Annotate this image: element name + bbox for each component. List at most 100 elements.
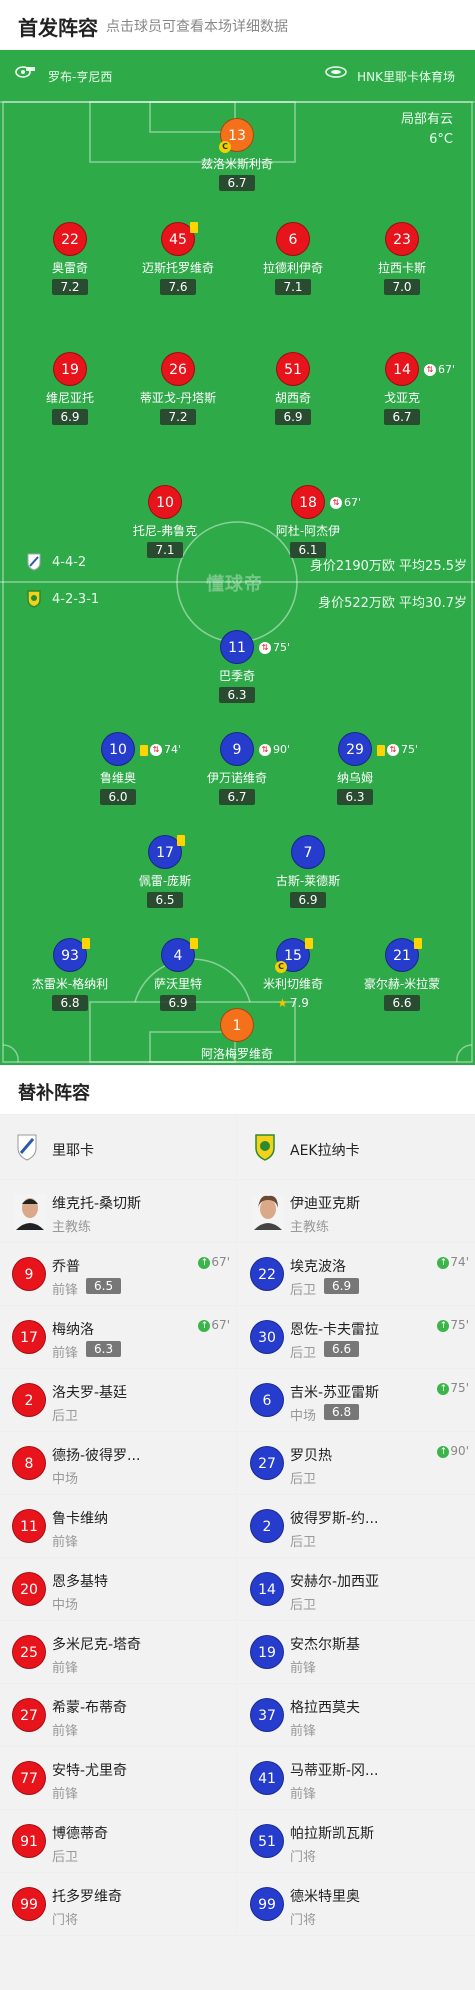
player-name: 戈亚克	[383, 391, 420, 405]
player-name: 托尼-弗鲁克	[132, 524, 198, 538]
jersey-number: 45	[161, 222, 198, 256]
jersey-number: 20	[12, 1572, 46, 1606]
player-name: 洛夫罗-基廷	[52, 1385, 128, 1401]
substitution-in-icon: ↑	[437, 1382, 450, 1395]
player-rating: 6.6	[384, 995, 420, 1011]
jersey-number: 77	[12, 1761, 46, 1795]
jersey-number: 9	[12, 1257, 46, 1291]
away-club-logo-icon	[255, 1134, 275, 1161]
substitution-out-icon: ⇅	[150, 744, 162, 756]
player-name: 维尼亚托	[45, 391, 94, 405]
player-position: 后卫	[290, 1346, 317, 1361]
substitution-out-icon: ⇅	[259, 642, 271, 654]
player-position: 后卫	[290, 1472, 317, 1487]
rating-value: 6.3	[345, 790, 365, 804]
substitution-minute: 75'	[450, 1318, 469, 1332]
substitutes-title: 替补阵容	[18, 1083, 90, 1104]
player-name: 纳乌姆	[336, 771, 373, 785]
page-subtitle: 点击球员可查看本场详细数据	[106, 19, 288, 35]
player-name: 希蒙-布蒂奇	[52, 1700, 128, 1716]
substitution-in-icon: ↑	[198, 1256, 211, 1269]
jersey-number: 91	[12, 1824, 46, 1858]
substitution-minute: 75'	[401, 743, 419, 756]
player-name: 兹洛米斯利奇	[200, 157, 273, 171]
player-name: 托多罗维奇	[52, 1889, 122, 1905]
substitution-indicator: ⇅90'	[259, 733, 290, 767]
player-rating: 6.8	[52, 995, 88, 1011]
away-subs-team[interactable]: AEK拉纳卡	[238, 1116, 475, 1180]
player-rating: 6.1	[290, 542, 326, 558]
jersey-number: 26	[161, 352, 195, 386]
player-name: 米利切维奇	[262, 977, 323, 991]
substitution-minute: 75'	[273, 641, 291, 654]
jersey-number: 7	[291, 835, 325, 869]
player-position: 门将	[52, 1913, 79, 1928]
home-coach[interactable]: 维克托-桑切斯 主教练	[0, 1180, 236, 1243]
home-club-logo-icon	[17, 1134, 37, 1161]
jersey-number: 17	[148, 835, 185, 869]
player-position: 后卫	[52, 1409, 79, 1424]
weather-info: 局部有云 6°C	[401, 110, 453, 150]
jersey-number: 1	[220, 1008, 254, 1042]
substitution-out-icon: ⇅	[259, 744, 271, 756]
away-player[interactable]: 1阿洛梅罗维奇7.3	[167, 1008, 307, 1065]
home-subs-team[interactable]: 里耶卡	[0, 1116, 236, 1180]
player-name: 马蒂亚斯-冈...	[290, 1763, 379, 1779]
player-name: 蒂亚戈-丹塔斯	[139, 391, 217, 405]
player-name: 古斯-莱德斯	[275, 874, 341, 888]
player-position: 门将	[290, 1913, 317, 1928]
whistle-icon	[15, 66, 35, 78]
jersey-number: 11⇅75'	[220, 630, 290, 664]
away-coach[interactable]: 伊迪亚克斯 主教练	[238, 1180, 475, 1243]
player-name: 豪尔赫-米拉蒙	[363, 977, 441, 991]
player-name: 胡西奇	[274, 391, 311, 405]
jersey-number: 93	[53, 938, 90, 972]
player-name: 吉米-苏亚雷斯	[290, 1385, 380, 1401]
substitution-indicator: ⇅67'	[424, 353, 455, 387]
